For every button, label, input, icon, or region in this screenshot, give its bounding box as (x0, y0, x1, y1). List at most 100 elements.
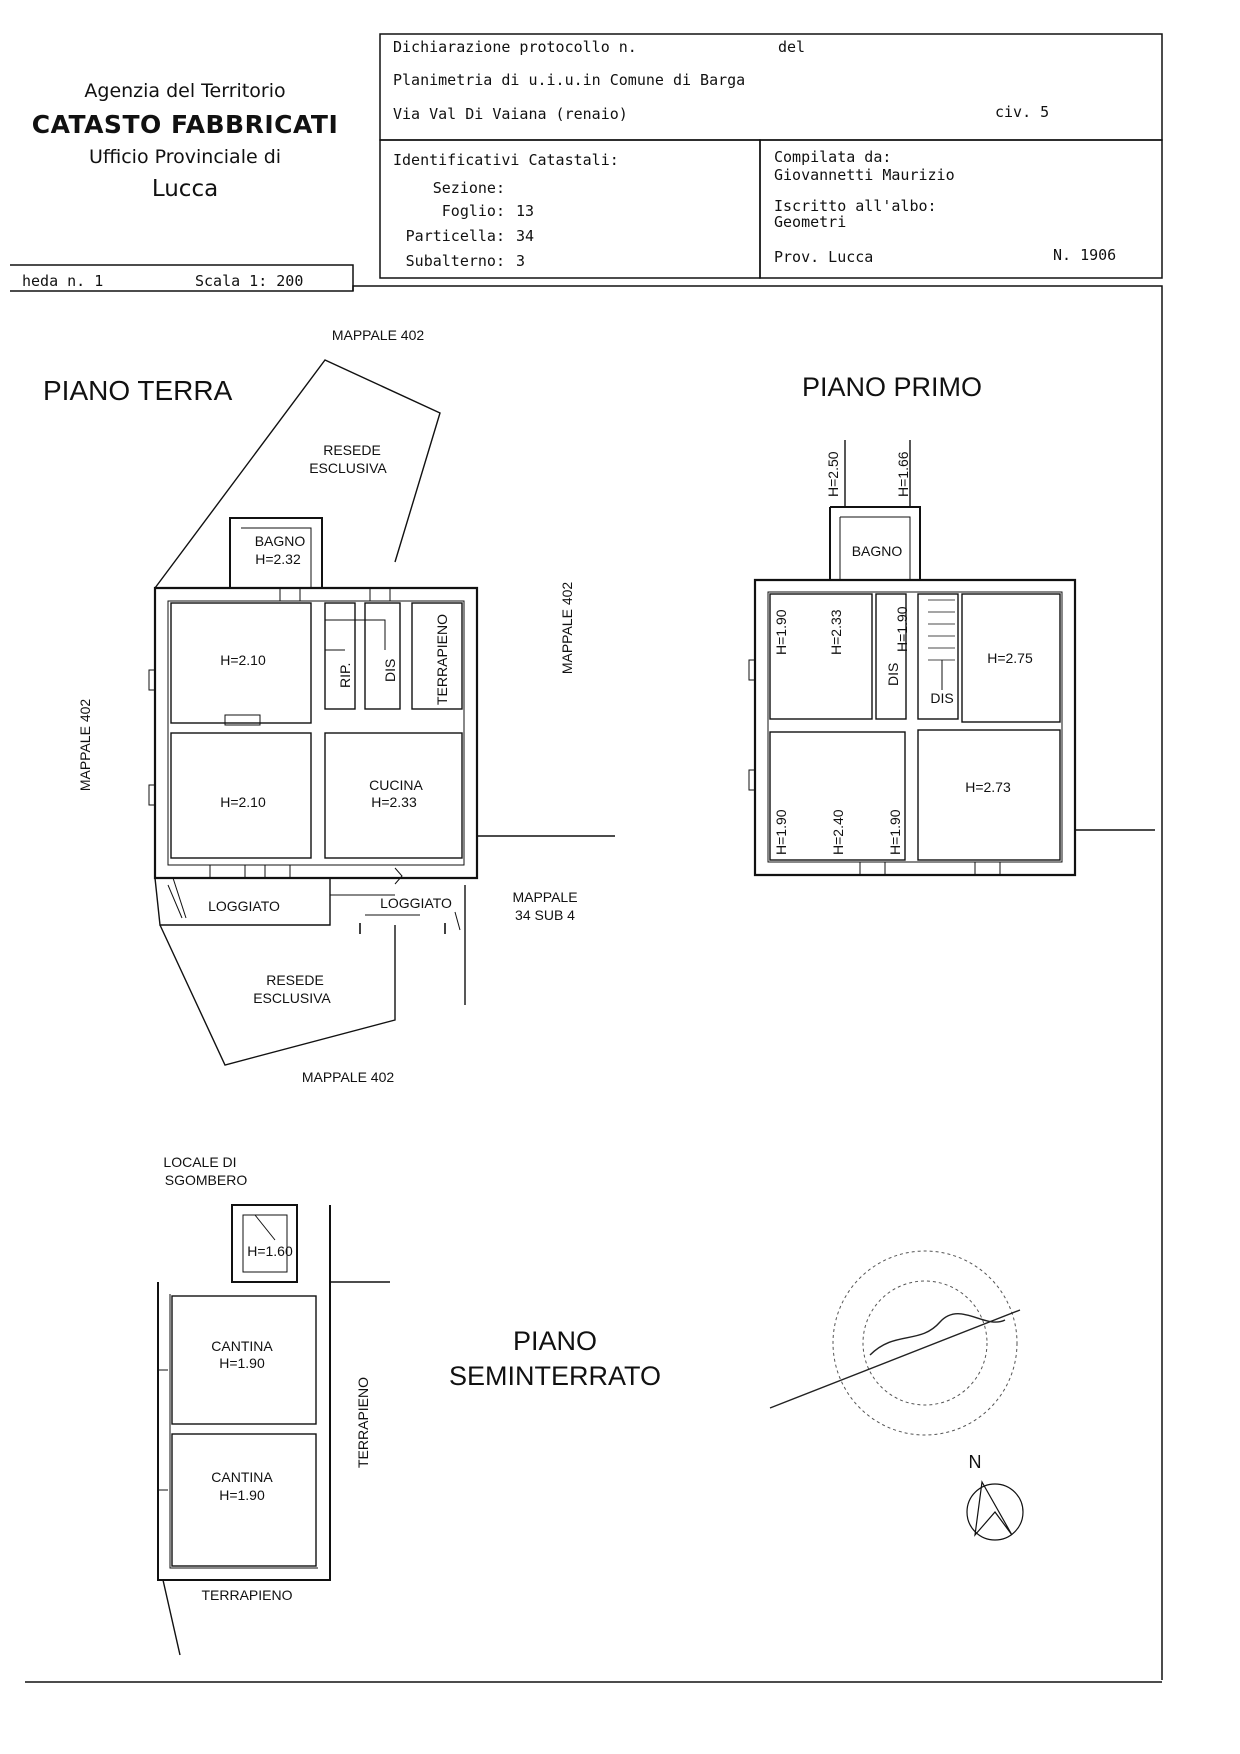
compilata-box (759, 139, 1163, 279)
mappale-right: MAPPALE 402 (559, 582, 575, 675)
sgombero-label: SGOMBERO (165, 1172, 248, 1188)
particella-value: 34 (516, 227, 535, 245)
agency-name: Agenzia del Territorio (84, 80, 286, 102)
cucina-label: CUCINA (369, 777, 423, 793)
floor-title-primo: PIANO PRIMO (802, 372, 982, 402)
albo-value: Geometri (774, 213, 847, 231)
subalterno-label: Subalterno: (405, 252, 505, 270)
surveyor-name: Giovannetti Maurizio (774, 166, 955, 184)
north-label: N (969, 1452, 982, 1472)
protocol-del: del (778, 38, 806, 56)
iscritto-label: Iscritto all'albo: (774, 197, 937, 215)
dis-label: DIS (382, 659, 398, 682)
first-h273: H=2.73 (965, 779, 1011, 795)
cantina-upper-label: CANTINA (211, 1338, 273, 1354)
semi-outline (157, 1205, 331, 1581)
floor-title-semi-1: PIANO (513, 1326, 597, 1356)
resede-top: RESEDE (323, 442, 381, 458)
loggiato-outline (154, 877, 331, 926)
cantina-lower-label: CANTINA (211, 1469, 273, 1485)
room-dis (364, 602, 401, 710)
terrapieno-ground: TERRAPIENO (434, 614, 450, 705)
esclusiva-top: ESCLUSIVA (309, 460, 387, 476)
cantina-upper-height: H=1.90 (219, 1355, 265, 1371)
identificativi-box (379, 139, 761, 279)
catasto-title: CATASTO FABBRICATI (31, 110, 339, 139)
first-room-left-bottom (769, 731, 906, 861)
first-floor-outline (753, 578, 1077, 877)
protocol-label: Dichiarazione protocollo n. (393, 38, 637, 56)
semi-sgombero-outline (231, 1204, 298, 1283)
rip-label: RIP. (337, 663, 353, 688)
first-dis-label: DIS (885, 663, 901, 686)
bagno-height: H=2.32 (255, 551, 301, 567)
first-room-h273 (917, 729, 1061, 861)
room-h210-top (170, 602, 312, 724)
first-h275: H=2.75 (987, 650, 1033, 666)
terrapieno-semi-bottom: TERRAPIENO (201, 1587, 292, 1603)
first-room-dis (875, 593, 907, 720)
room-h210-bottom (170, 732, 312, 859)
first-h233: H=2.33 (828, 609, 844, 655)
protocol-box (379, 33, 1163, 141)
bagno-label: BAGNO (255, 533, 306, 549)
resede-top-outline (154, 359, 441, 589)
first-room-stairs (917, 593, 959, 720)
room-height-top: H=2.10 (220, 652, 266, 668)
identificativi-title: Identificativi Catastali: (393, 151, 619, 169)
surveyor-stamp (832, 1250, 1018, 1436)
scale-label: Scala 1: 200 (195, 272, 304, 290)
esclusiva-bottom: ESCLUSIVA (253, 990, 331, 1006)
civic-number: civ. 5 (995, 103, 1050, 121)
bagno-outline (229, 517, 323, 589)
first-room-h275 (961, 593, 1061, 723)
room-cucina (324, 732, 463, 859)
first-dis-label-2: DIS (930, 690, 953, 706)
compilata-label: Compilata da: (774, 148, 892, 166)
floor-title-terra: PIANO TERRA (43, 375, 233, 406)
particella-label: Particella: (405, 227, 505, 245)
first-h190-a: H=1.90 (773, 609, 789, 655)
foglio-value: 13 (516, 202, 535, 220)
floor-title-semi-2: SEMINTERRATO (449, 1361, 661, 1391)
cantina-lower (171, 1433, 317, 1567)
registration-number: N. 1906 (1053, 246, 1117, 264)
planimetria-label: Planimetria di u.i.u.in Comune di Barga (393, 71, 746, 89)
subalterno-value: 3 (516, 252, 526, 270)
first-h190-b: H=1.90 (894, 606, 910, 652)
sezione-label: Sezione: (432, 179, 505, 197)
first-h250: H=2.50 (825, 451, 841, 497)
cantina-lower-height: H=1.90 (219, 1487, 265, 1503)
terrapieno-semi-right: TERRAPIENO (355, 1377, 371, 1468)
resede-bottom-outline (159, 924, 396, 1066)
loggiato-left: LOGGIATO (208, 898, 280, 914)
mappale-top: MAPPALE 402 (332, 327, 425, 343)
first-bagno-outline (829, 506, 921, 580)
room-height-bottom: H=2.10 (220, 794, 266, 810)
scheda-label: heda n. 1 (22, 272, 104, 290)
room-terrapieno (411, 602, 463, 710)
cantina-upper (171, 1295, 317, 1425)
loggiato-right: LOGGIATO (380, 895, 452, 911)
first-h190-d: H=1.90 (887, 809, 903, 855)
first-h240: H=2.40 (830, 809, 846, 855)
province-label: Prov. Lucca (774, 248, 874, 266)
room-rip (324, 602, 356, 710)
address-label: Via Val Di Vaiana (renaio) (393, 105, 628, 123)
foglio-label: Foglio: (441, 202, 505, 220)
ufficio-label: Ufficio Provinciale di (88, 146, 282, 168)
drawing-frame (352, 285, 1163, 1680)
resede-bottom: RESEDE (266, 972, 324, 988)
first-h190-c: H=1.90 (773, 809, 789, 855)
mappale-left: MAPPALE 402 (77, 699, 93, 792)
first-room-left-top (769, 593, 873, 720)
cucina-height: H=2.33 (371, 794, 417, 810)
mappale-34: MAPPALE (512, 889, 577, 905)
signature (769, 1309, 1021, 1409)
first-h166: H=1.66 (895, 451, 911, 497)
mappale-34-sub: 34 SUB 4 (515, 907, 575, 923)
scheda-frame (10, 264, 354, 292)
locale-di-label: LOCALE DI (163, 1154, 236, 1170)
